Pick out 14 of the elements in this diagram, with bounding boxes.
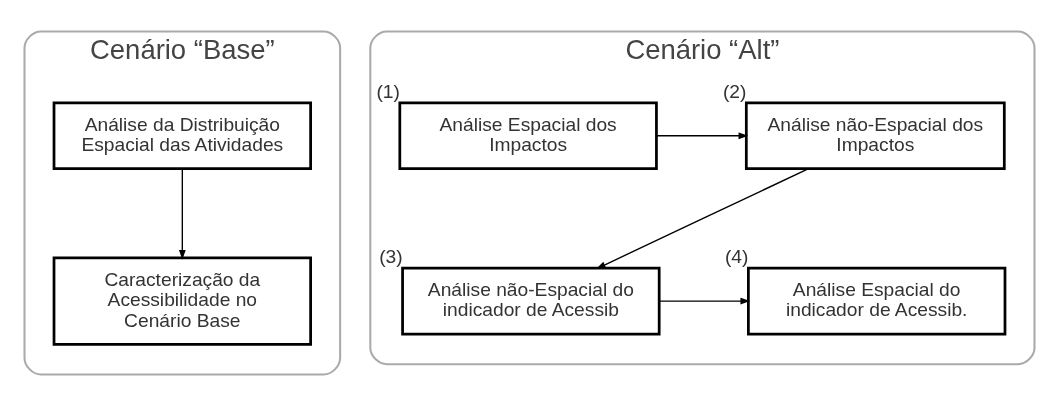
node-box: Análise Espacial do indicador de Acessib.	[747, 266, 1007, 336]
node-label: (2)	[722, 80, 747, 102]
arrow	[658, 297, 751, 305]
node-box: Análise Espacial dos Impactos	[398, 101, 658, 171]
node-label: (4)	[724, 245, 749, 267]
node-label: (1)	[376, 80, 400, 102]
node-box: Caracterização da Acessibilidade no Cenário Base	[52, 256, 312, 346]
node-box: Análise da Distribuição Espacial das Atividades	[52, 101, 312, 171]
arrow	[596, 168, 809, 269]
arrow	[656, 132, 749, 140]
node-label: (3)	[379, 245, 403, 267]
node-box: Análise não-Espacial dos Impactos	[744, 101, 1006, 171]
arrow	[178, 168, 186, 260]
node-box: Análise não-Espacial do indicador de Acessib	[401, 266, 661, 336]
